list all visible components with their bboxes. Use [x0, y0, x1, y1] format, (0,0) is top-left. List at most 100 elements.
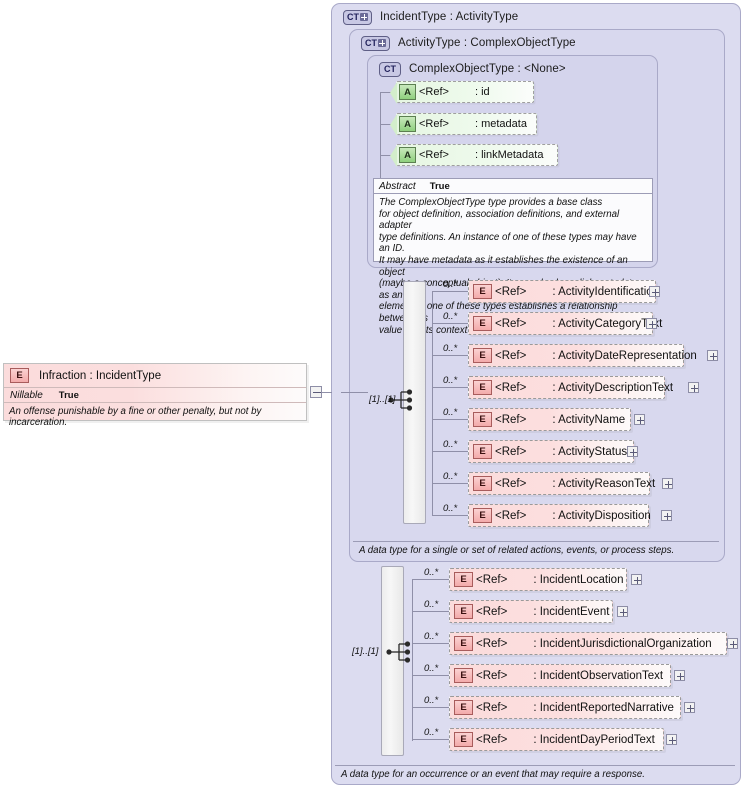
complex-object-type-properties: Abstract True The ComplexObjectType type…: [373, 178, 653, 336]
complex-type-badge-icon[interactable]: CT: [361, 35, 390, 51]
activity-occurs-label: 0..*: [443, 279, 458, 290]
element-badge-icon: E: [473, 412, 492, 427]
incident-type-footnote: A data type for an occurrence or an even…: [335, 765, 735, 781]
attribute-ref-label: <Ref>: [419, 149, 449, 161]
element-name-label: : ActivityStatus: [552, 445, 628, 458]
expand-icon[interactable]: [649, 286, 660, 297]
complex-type-badge-icon[interactable]: CT: [343, 9, 372, 25]
incident-branch-line: [412, 579, 449, 580]
expand-icon[interactable]: [661, 510, 672, 521]
element-node-activitystatus[interactable]: E <Ref> : ActivityStatus: [468, 440, 634, 463]
incident-sequence-bar[interactable]: [381, 566, 404, 756]
expand-icon[interactable]: [688, 382, 699, 393]
activity-occurs-label: 0..*: [443, 503, 458, 514]
container-complex-object-type-label: ComplexObjectType : <None>: [409, 63, 566, 75]
attr-tree-branch: [380, 155, 394, 156]
element-node-activityreasontext[interactable]: E <Ref> : ActivityReasonText: [468, 472, 655, 495]
sequence-compositor-icon[interactable]: [388, 388, 416, 412]
incident-occurs-label: 0..*: [424, 599, 439, 610]
element-node-activitycategorytext[interactable]: E <Ref> : ActivityCategoryText: [468, 312, 662, 335]
root-element-infraction[interactable]: E Infraction : IncidentType Nillable Tru…: [3, 363, 307, 428]
expand-icon[interactable]: [684, 702, 695, 713]
element-ref-label: <Ref>: [476, 669, 508, 682]
expand-icon[interactable]: [666, 734, 677, 745]
complex-type-badge-icon[interactable]: CT: [379, 61, 401, 77]
container-incident-type-header: CT IncidentType : ActivityType: [335, 4, 518, 30]
attribute-ref-label: <Ref>: [419, 86, 449, 98]
expand-icon[interactable]: [662, 478, 673, 489]
expand-icon[interactable]: [707, 350, 718, 361]
element-node-incidentreportednarrative[interactable]: E <Ref> : IncidentReportedNarrative: [449, 696, 681, 719]
attribute-node-linkmetadata[interactable]: A <Ref> : linkMetadata: [389, 144, 558, 168]
element-ref-label: <Ref>: [495, 413, 527, 426]
element-ref-label: <Ref>: [495, 509, 527, 522]
expand-icon[interactable]: [617, 606, 628, 617]
element-name-label: : ActivityIdentification: [552, 285, 660, 298]
activity-occurs-label: 0..*: [443, 375, 458, 386]
expand-icon[interactable]: [674, 670, 685, 681]
element-name-label: : IncidentLocation: [533, 573, 624, 586]
element-ref-label: <Ref>: [476, 573, 508, 586]
root-element-title-row: E Infraction : IncidentType: [4, 364, 306, 388]
incident-branch-line: [412, 643, 449, 644]
attribute-badge-icon: A: [399, 84, 416, 100]
incident-occurs-label: 0..*: [424, 631, 439, 642]
incident-sequence-cardinality: [1]..[1]: [352, 646, 379, 657]
property-row-abstract: Abstract True: [374, 179, 652, 194]
incident-occurs-label: 0..*: [424, 727, 439, 738]
root-element-documentation: An offense punishable by a fine or other…: [9, 406, 262, 428]
activity-branch-line: [432, 387, 468, 388]
sequence-compositor-icon[interactable]: [386, 640, 414, 664]
element-name-label: : IncidentObservationText: [533, 669, 664, 682]
plus-icon[interactable]: [360, 13, 368, 21]
element-node-incidentjurisdictionalorganization[interactable]: E <Ref> : IncidentJurisdictionalOrganiza…: [449, 632, 727, 655]
activity-branch-trunk: [432, 291, 433, 516]
element-node-incidentlocation[interactable]: E <Ref> : IncidentLocation: [449, 568, 627, 591]
element-name-label: : ActivityDescriptionText: [552, 381, 674, 394]
incident-occurs-label: 0..*: [424, 567, 439, 578]
attr-pointer-icon: [390, 145, 397, 167]
element-node-incidentevent[interactable]: E <Ref> : IncidentEvent: [449, 600, 613, 623]
expand-icon[interactable]: [646, 318, 657, 329]
expand-icon[interactable]: [727, 638, 738, 649]
element-node-activitydisposition[interactable]: E <Ref> : ActivityDisposition: [468, 504, 651, 527]
element-node-activitydescriptiontext[interactable]: E <Ref> : ActivityDescriptionText: [468, 376, 673, 399]
element-node-activitydaterepresentation[interactable]: E <Ref> : ActivityDateRepresentation: [468, 344, 697, 367]
element-badge-icon: E: [454, 636, 473, 651]
element-badge-icon: E: [454, 668, 473, 683]
activity-sequence-cardinality: [1]..[1]: [369, 394, 396, 405]
element-node-incidentdayperiodtext[interactable]: E <Ref> : IncidentDayPeriodText: [449, 728, 664, 751]
ct-badge-text: CT: [347, 11, 359, 22]
expand-icon[interactable]: [627, 446, 638, 457]
element-ref-label: <Ref>: [495, 317, 527, 330]
root-element-title: Infraction : IncidentType: [39, 369, 162, 382]
property-key: Abstract: [379, 180, 416, 192]
element-name-label: : IncidentDayPeriodText: [533, 733, 655, 746]
element-name-label: : ActivityName: [552, 413, 626, 426]
activity-branch-line: [432, 323, 468, 324]
element-ref-label: <Ref>: [495, 445, 527, 458]
collapse-icon[interactable]: [310, 386, 322, 398]
attribute-node-id[interactable]: A <Ref> : id: [389, 81, 534, 105]
container-activity-type-header: CT ActivityType : ComplexObjectType: [353, 30, 576, 56]
element-ref-label: <Ref>: [476, 605, 508, 618]
element-node-incidentobservationtext[interactable]: E <Ref> : IncidentObservationText: [449, 664, 671, 687]
element-badge-icon: E: [473, 508, 492, 523]
element-badge-icon: E: [473, 444, 492, 459]
property-value: True: [429, 180, 450, 192]
plus-icon[interactable]: [378, 39, 386, 47]
element-badge-icon: E: [473, 476, 492, 491]
activity-occurs-label: 0..*: [443, 471, 458, 482]
element-ref-label: <Ref>: [476, 733, 508, 746]
element-name-label: : ActivityDisposition: [552, 509, 651, 522]
incident-branch-line: [412, 611, 449, 612]
incident-occurs-label: 0..*: [424, 695, 439, 706]
element-node-activityname[interactable]: E <Ref> : ActivityName: [468, 408, 631, 431]
attribute-node-metadata[interactable]: A <Ref> : metadata: [389, 113, 537, 137]
attr-pointer-icon: [390, 82, 397, 104]
element-node-activityidentification[interactable]: E <Ref> : ActivityIdentification: [468, 280, 660, 303]
expand-icon[interactable]: [631, 574, 642, 585]
activity-occurs-label: 0..*: [443, 407, 458, 418]
expand-icon[interactable]: [634, 414, 645, 425]
activity-sequence-bar[interactable]: [403, 281, 426, 524]
